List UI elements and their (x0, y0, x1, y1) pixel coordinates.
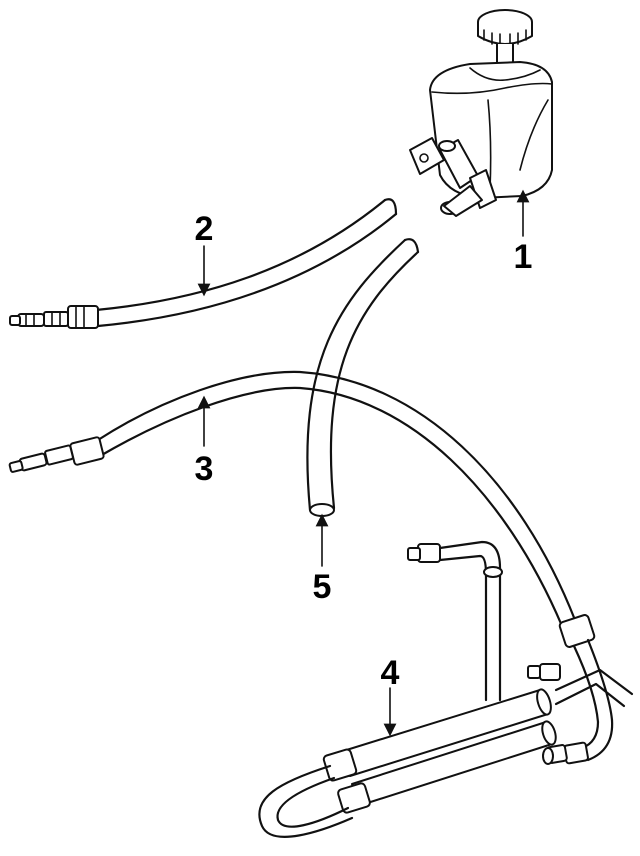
callout-2: 2 (195, 210, 214, 248)
cooler-part (258, 540, 634, 838)
supply-hose-part (306, 238, 420, 517)
leader-lines (197, 189, 530, 737)
pressure-hose-part (8, 370, 614, 765)
callout-4: 4 (381, 654, 400, 692)
callout-5: 5 (313, 568, 332, 606)
callout-labels: 1 2 3 4 5 (195, 210, 533, 692)
return-hose-part (9, 198, 398, 329)
callout-1: 1 (514, 238, 533, 276)
reservoir-part (409, 9, 553, 217)
callout-3: 3 (195, 450, 214, 488)
